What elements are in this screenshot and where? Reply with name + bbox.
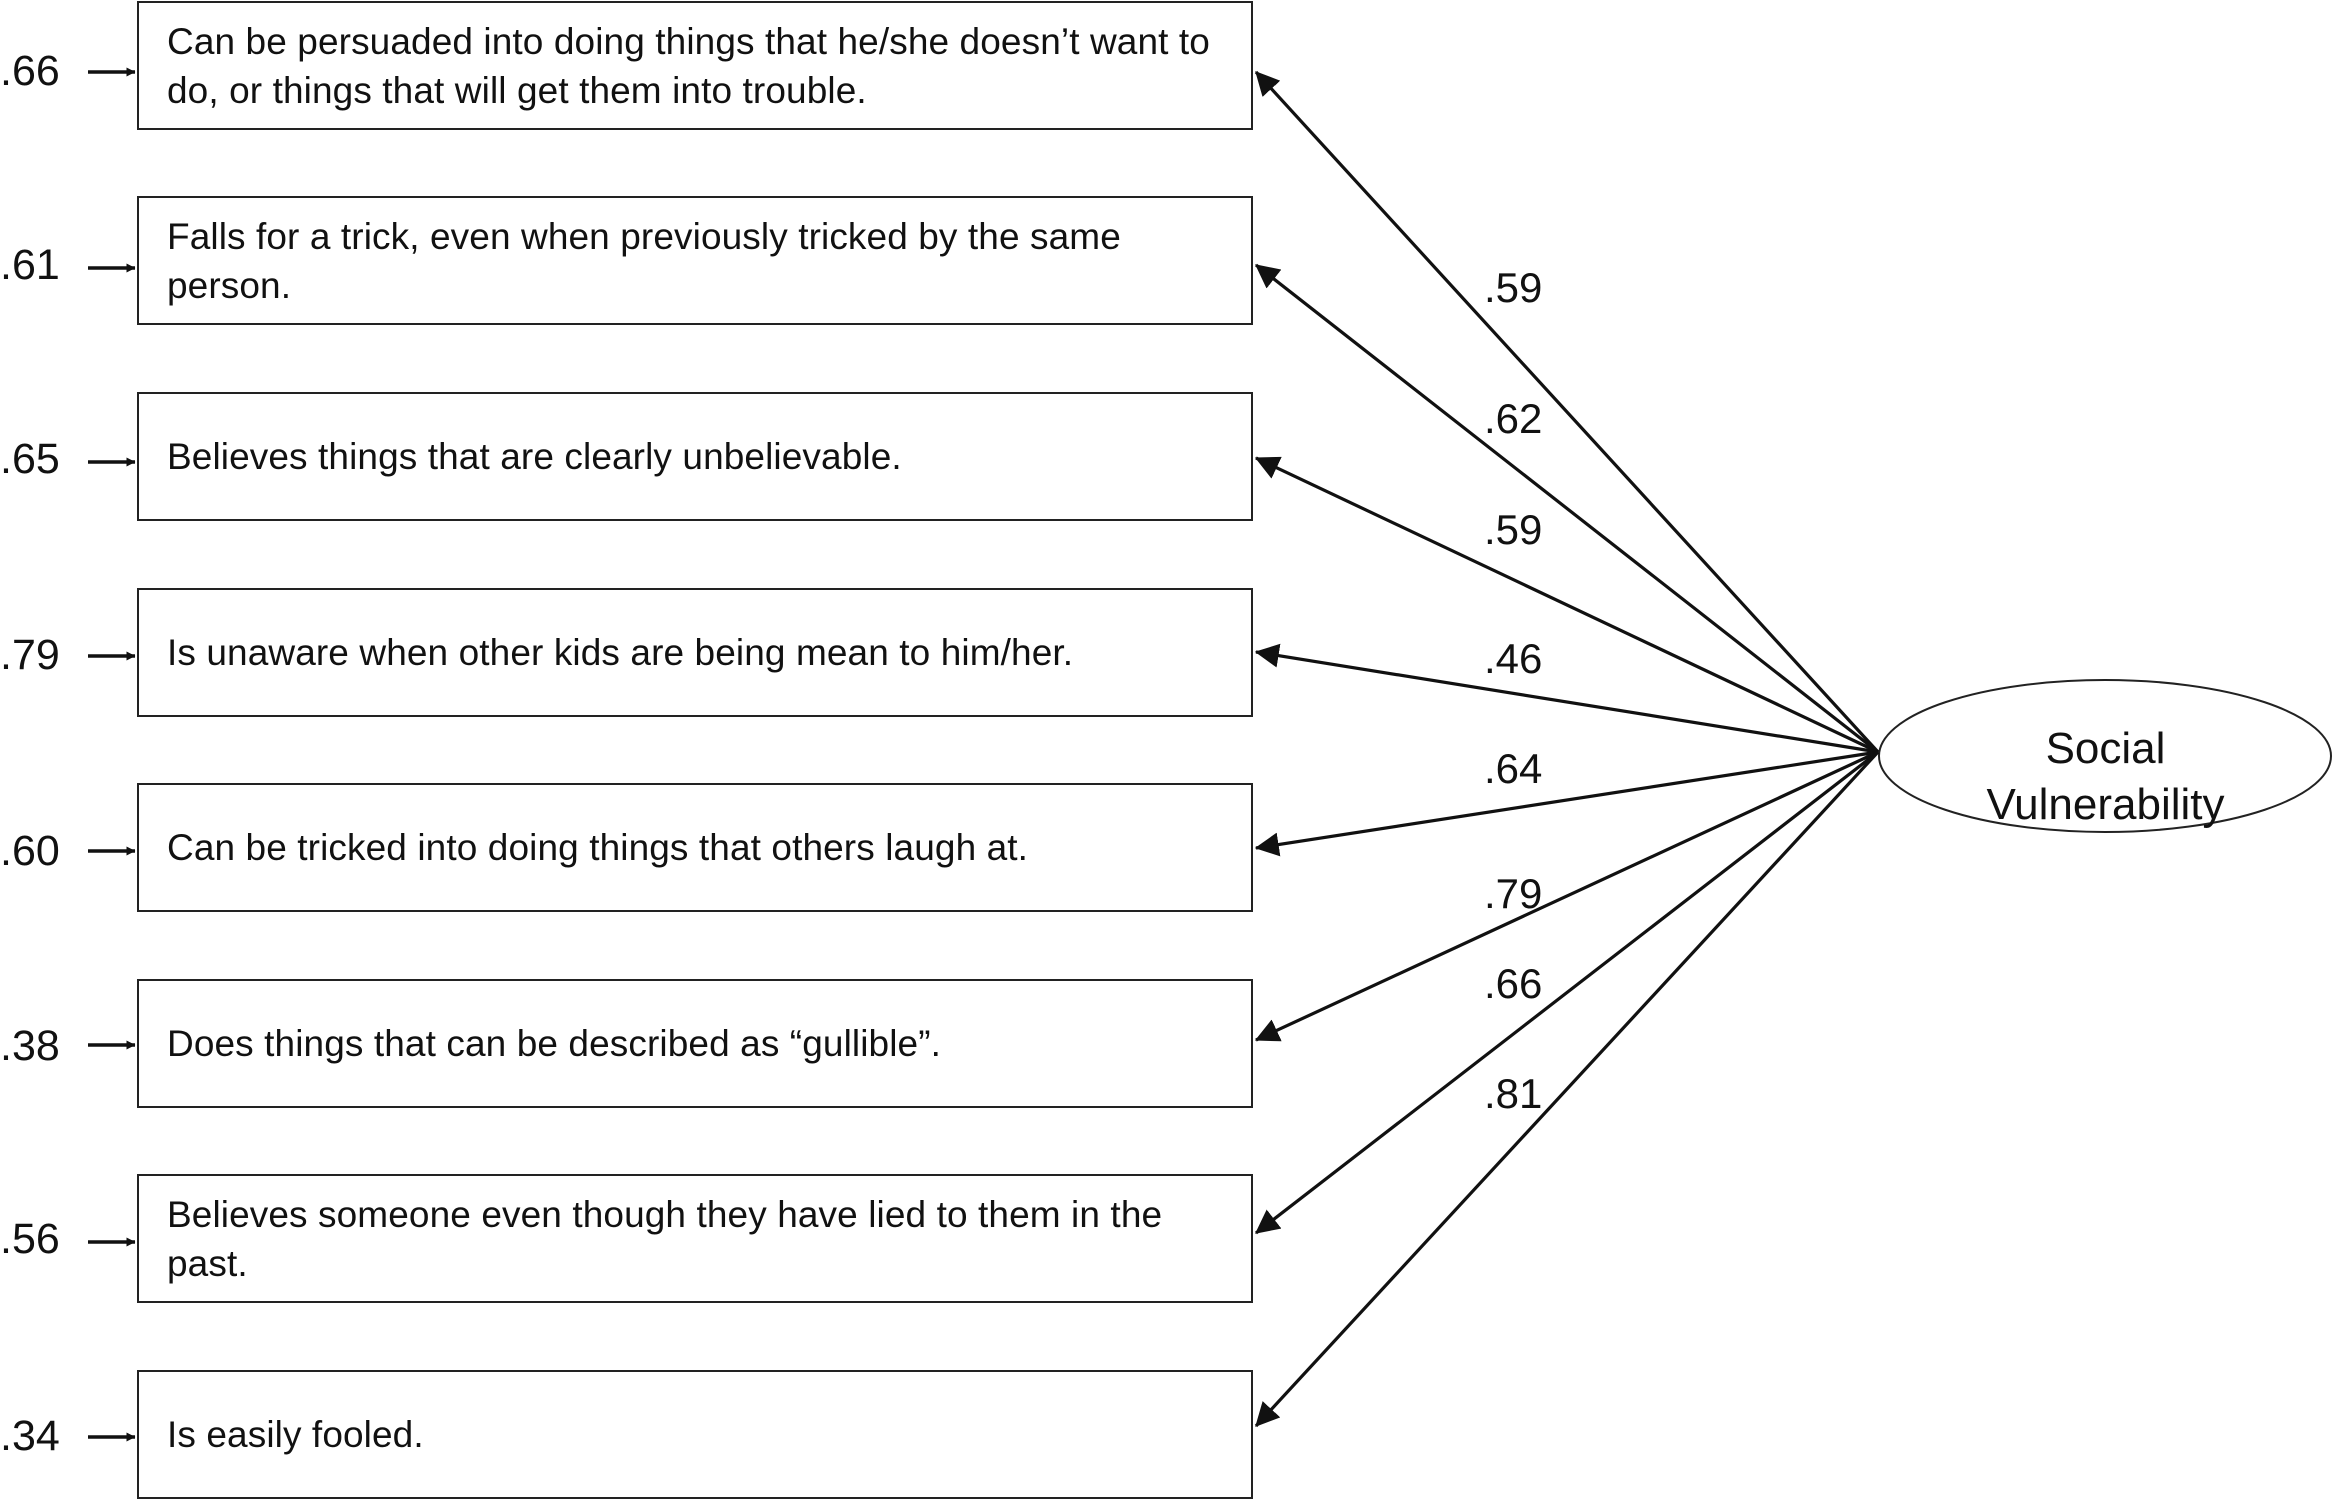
item-text-7: Believes someone even though they have l… xyxy=(167,1193,1163,1284)
factor-ellipse xyxy=(1878,679,2332,833)
item-text-5: Can be tricked into doing things that ot… xyxy=(167,827,1029,868)
item-text-2: Falls for a trick, even when previously … xyxy=(167,215,1121,306)
item-text-4: Is unaware when other kids are being mea… xyxy=(167,632,1074,673)
loading-5: .64 xyxy=(1484,745,1543,792)
factor-label: Social Vulnerability xyxy=(1878,702,2333,852)
item-box-4: Is unaware when other kids are being mea… xyxy=(137,588,1253,717)
error-variance-7: .56 xyxy=(0,1215,60,1263)
error-variance-8: .34 xyxy=(0,1412,60,1460)
factor-label-line-1: Social xyxy=(2045,724,2166,773)
error-variance-1: .66 xyxy=(0,47,60,95)
item-text-8: Is easily fooled. xyxy=(167,1414,424,1455)
error-variance-5: .60 xyxy=(0,827,60,875)
item-box-7: Believes someone even though they have l… xyxy=(137,1174,1253,1303)
loading-3: .59 xyxy=(1484,506,1543,553)
error-variance-2: .61 xyxy=(0,241,60,289)
factor-label-line-2: Vulnerability xyxy=(1986,780,2225,829)
loading-arrow-1 xyxy=(1254,70,1880,754)
error-variance-4: .79 xyxy=(0,631,60,679)
item-box-6: Does things that can be described as “gu… xyxy=(137,979,1253,1108)
error-variance-3: .65 xyxy=(0,435,60,483)
item-box-1: Can be persuaded into doing things that … xyxy=(137,1,1253,130)
error-variance-6: .38 xyxy=(0,1022,60,1070)
loading-arrow-8 xyxy=(1254,750,1880,1428)
loading-arrow-6 xyxy=(1254,750,1879,1042)
loading-2: .62 xyxy=(1484,395,1543,442)
item-box-3: Believes things that are clearly unbelie… xyxy=(137,392,1253,521)
item-box-2: Falls for a trick, even when previously … xyxy=(137,196,1253,325)
loading-arrow-5 xyxy=(1254,750,1879,857)
loading-8: .81 xyxy=(1484,1070,1543,1117)
item-box-5: Can be tricked into doing things that ot… xyxy=(137,783,1253,912)
item-text-6: Does things that can be described as “gu… xyxy=(167,1023,942,1064)
loading-1: .59 xyxy=(1484,264,1543,311)
item-text-1: Can be persuaded into doing things that … xyxy=(167,20,1210,111)
loading-arrow-3 xyxy=(1254,456,1879,754)
loading-7: .66 xyxy=(1484,960,1543,1007)
item-box-8: Is easily fooled. xyxy=(137,1370,1253,1499)
loading-arrow-2 xyxy=(1255,263,1879,754)
loading-6: .79 xyxy=(1484,870,1543,917)
loading-4: .46 xyxy=(1484,635,1543,682)
loading-arrow-4 xyxy=(1254,643,1879,754)
loading-arrow-7 xyxy=(1255,750,1879,1235)
item-text-3: Believes things that are clearly unbelie… xyxy=(167,436,902,477)
